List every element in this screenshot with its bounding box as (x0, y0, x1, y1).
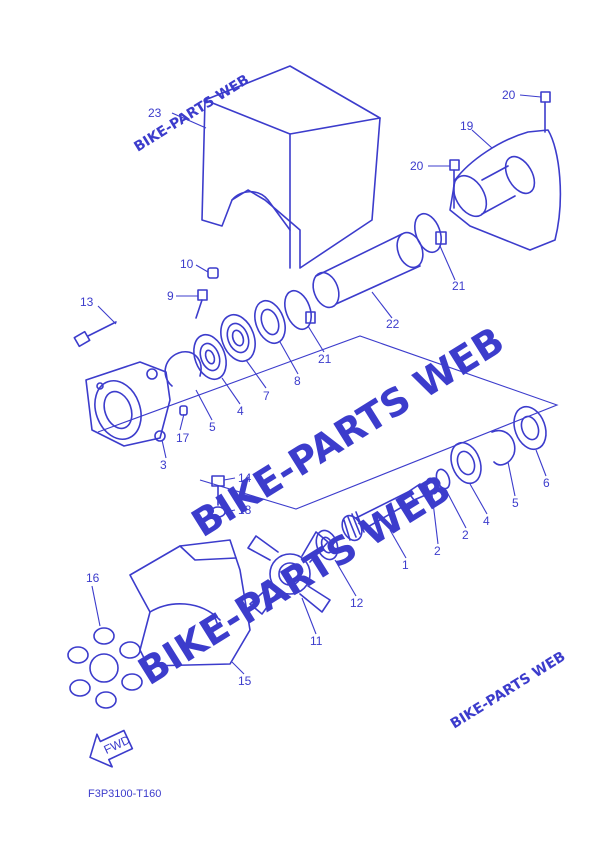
part-22-hose (312, 231, 424, 309)
callout-10: 10 (180, 257, 194, 271)
callout-8: 8 (294, 374, 301, 388)
callout-9: 9 (167, 289, 174, 303)
part-4-bearing-lower (450, 441, 482, 485)
callout-2-b: 2 (462, 528, 469, 542)
callout-14: 14 (238, 471, 252, 485)
callout-4-lower: 4 (483, 514, 490, 528)
part-5-circlip-upper (164, 351, 202, 387)
part-20-bolt-top (540, 91, 551, 133)
callout-13: 13 (80, 295, 94, 309)
part-10-cap (207, 267, 219, 279)
part-2-o-ring-b (435, 468, 451, 490)
diagram-code: F3P3100-T160 (88, 788, 161, 800)
part-4-bearing-upper (193, 333, 227, 381)
part-6-oil-seal (513, 405, 547, 451)
part-21-clamp-lower (284, 289, 316, 331)
callout-19: 19 (460, 119, 474, 133)
callout-20-left: 20 (410, 159, 424, 173)
watermark-small-bottom: BIKE-PARTS WEB (448, 649, 569, 733)
callout-20-top: 20 (502, 88, 516, 102)
part-14-bolt (211, 475, 225, 506)
part-12-collar (315, 529, 339, 561)
callout-6: 6 (543, 476, 550, 490)
leader-lines (91, 94, 547, 675)
callout-3: 3 (160, 458, 167, 472)
fwd-label: FWD (102, 733, 133, 757)
part-5-circlip-lower (491, 429, 516, 466)
part-11-coupling (247, 531, 331, 615)
part-20-bolt-left (449, 159, 460, 209)
callout-1: 1 (402, 558, 409, 572)
callout-12: 12 (350, 596, 364, 610)
callout-18: 18 (238, 503, 252, 517)
callout-2-a: 2 (434, 544, 441, 558)
part-8-oil-seal (254, 299, 286, 345)
part-19-outlet-housing (449, 129, 562, 251)
part-2-o-ring-a (425, 477, 439, 495)
callout-4-upper: 4 (237, 404, 244, 418)
part-16-rubber-damper (67, 627, 143, 709)
callout-23: 23 (148, 106, 162, 120)
callout-22: 22 (386, 317, 400, 331)
part-1-drive-shaft (341, 483, 429, 542)
callout-21-lower: 21 (318, 352, 332, 366)
part-21-clamp-upper (414, 212, 447, 254)
part-9-nipple (195, 289, 208, 319)
part-3-impeller-housing (85, 361, 171, 447)
fwd-arrow-icon: FWD (89, 729, 134, 768)
callout-7: 7 (263, 389, 270, 403)
callout-11: 11 (310, 634, 323, 648)
part-23-cover (201, 65, 381, 269)
callout-5-lower: 5 (512, 496, 519, 510)
callout-16: 16 (86, 571, 100, 585)
callout-17: 17 (176, 431, 190, 445)
part-17-pin (179, 405, 188, 416)
watermark-large-mid: BIKE-PARTS WEB (184, 318, 512, 546)
part-15-coupling-cover (129, 539, 251, 667)
callout-15: 15 (238, 674, 252, 688)
watermark-large-bottom: BIKE-PARTS WEB (131, 466, 459, 694)
callout-5-upper: 5 (209, 420, 216, 434)
part-13-bolt (73, 321, 117, 348)
assembly-frame-line (97, 335, 559, 510)
callout-21-upper: 21 (452, 279, 466, 293)
